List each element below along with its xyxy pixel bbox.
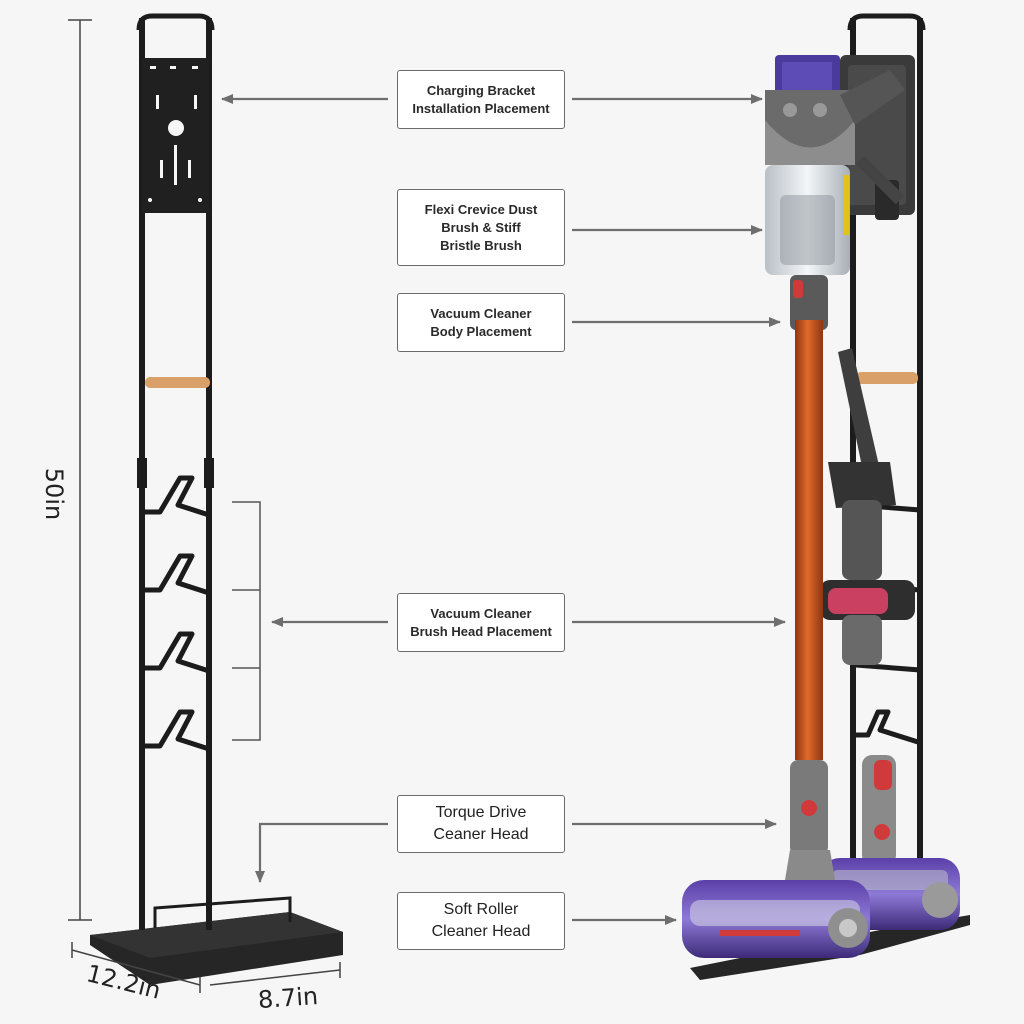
label-soft-roller: Soft Roller Cleaner Head — [397, 892, 565, 950]
label-flexi-crevice: Flexi Crevice Dust Brush & Stiff Bristle… — [397, 189, 565, 266]
mount-hole — [168, 120, 184, 136]
vacuum-cleaner — [765, 55, 905, 880]
callout-arrows — [221, 94, 786, 925]
height-dimension-label: 50in — [40, 467, 69, 521]
height-dimension-line — [68, 19, 92, 921]
stand-empty — [68, 13, 343, 985]
label-line: Vacuum Cleaner — [430, 605, 532, 621]
spare-wand — [862, 755, 896, 865]
base-dimension-lines — [71, 942, 341, 993]
label-line: Ceaner Head — [433, 826, 529, 843]
label-vacuum-body: Vacuum Cleaner Body Placement — [397, 293, 565, 352]
vacuum-wand — [795, 320, 823, 760]
label-line: Vacuum Cleaner — [430, 305, 532, 321]
label-line: Installation Placement — [412, 100, 550, 116]
label-line: Cleaner Head — [431, 923, 531, 940]
label-line: Flexi Crevice Dust — [424, 201, 538, 217]
label-line: Body Placement — [430, 323, 532, 339]
crevice-tool — [828, 348, 896, 580]
arrow-torque-left — [255, 822, 388, 883]
label-charging-bracket: Charging Bracket Installation Placement — [397, 70, 565, 129]
label-line: Soft Roller — [443, 901, 519, 918]
label-torque-drive: Torque Drive Ceaner Head — [397, 795, 565, 853]
torque-drive-head — [682, 880, 870, 958]
label-brush-head: Vacuum Cleaner Brush Head Placement — [397, 593, 565, 652]
mini-brush-head — [820, 580, 915, 665]
label-line: Torque Drive — [435, 804, 527, 821]
label-line: Charging Bracket — [426, 82, 536, 98]
label-line: Bristle Brush — [440, 237, 522, 253]
label-line: Brush Head Placement — [410, 623, 552, 639]
width-dimension-label: 8.7in — [257, 981, 319, 1015]
wood-peg — [145, 377, 210, 388]
label-line: Brush & Stiff — [441, 219, 521, 235]
brush-hooks — [145, 475, 210, 752]
